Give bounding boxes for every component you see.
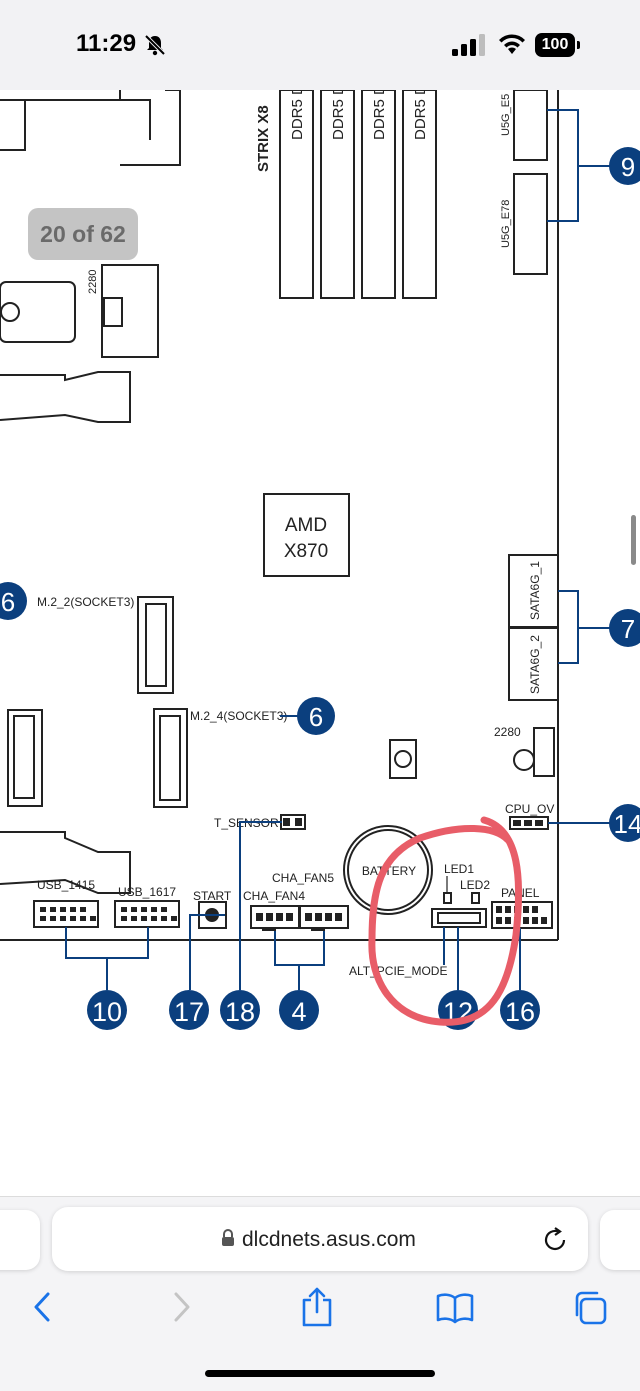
page-counter: 20 of 62 bbox=[28, 208, 138, 260]
callout-14: 14 bbox=[609, 804, 640, 842]
alt-pcie-label: ALT_PCIE_MODE bbox=[349, 964, 447, 978]
ddr-slot-3: DDR5 D bbox=[371, 90, 388, 140]
svg-text:10: 10 bbox=[92, 997, 122, 1027]
m2-size-label: 2280 bbox=[87, 270, 99, 294]
svg-text:18: 18 bbox=[225, 997, 255, 1027]
svg-text:14: 14 bbox=[614, 809, 640, 839]
chipset-line2: X870 bbox=[284, 541, 328, 562]
led2-label: LED2 bbox=[460, 878, 490, 892]
status-bar: 11:29 100 bbox=[0, 0, 640, 90]
brand-label: STRIX X8 bbox=[255, 105, 272, 172]
callout-16: 16 bbox=[500, 990, 540, 1030]
chipset-line1: AMD bbox=[285, 515, 327, 536]
pdf-viewer[interactable]: STRIX X8 DDR5 D DDR5 D DDR5 D DDR5 D U5G… bbox=[0, 90, 640, 1195]
previous-tab-preview[interactable] bbox=[0, 1210, 40, 1270]
callout-17: 17 bbox=[169, 990, 209, 1030]
share-icon[interactable] bbox=[300, 1286, 334, 1328]
callout-9: 9 bbox=[609, 147, 640, 185]
callout-4: 4 bbox=[279, 990, 319, 1030]
callout-10: 10 bbox=[87, 990, 127, 1030]
url-text[interactable]: dlcdnets.asus.com bbox=[242, 1228, 416, 1251]
sata2-label: SATA6G_2 bbox=[528, 635, 542, 694]
ddr-slot-2: DDR5 D bbox=[330, 90, 347, 140]
vertical-scroll-indicator[interactable] bbox=[631, 515, 636, 565]
battery-icon: 100 bbox=[535, 33, 575, 57]
ddr-slot-1: DDR5 D bbox=[289, 90, 306, 140]
reload-icon[interactable] bbox=[541, 1226, 569, 1254]
led1-label: LED1 bbox=[444, 862, 474, 876]
svg-text:7: 7 bbox=[621, 614, 635, 644]
m2-4-label: M.2_4(SOCKET3) bbox=[190, 709, 287, 723]
cpu-ov-label: CPU_OV bbox=[505, 802, 554, 816]
motherboard-diagram: STRIX X8 DDR5 D DDR5 D DDR5 D DDR5 D U5G… bbox=[0, 90, 640, 1030]
bookmarks-icon[interactable] bbox=[436, 1292, 474, 1324]
forward-icon[interactable] bbox=[170, 1290, 194, 1324]
start-label: START bbox=[193, 889, 232, 903]
ddr-slot-4: DDR5 D bbox=[412, 90, 429, 140]
battery-nub bbox=[577, 41, 580, 49]
tabs-icon[interactable] bbox=[572, 1290, 608, 1326]
usb-e78-label: U5G_E78 bbox=[500, 200, 512, 248]
cellular-signal-icon bbox=[452, 34, 485, 56]
svg-text:6: 6 bbox=[1, 587, 15, 617]
cha-fan4-label: CHA_FAN4 bbox=[243, 889, 305, 903]
next-tab-preview[interactable] bbox=[600, 1210, 640, 1270]
wifi-icon bbox=[499, 34, 525, 54]
svg-text:4: 4 bbox=[291, 997, 306, 1027]
callout-18: 18 bbox=[220, 990, 260, 1030]
svg-text:17: 17 bbox=[174, 997, 204, 1027]
address-bar[interactable] bbox=[52, 1207, 588, 1271]
m2-size-right-label: 2280 bbox=[494, 725, 521, 739]
m2-2-label: M.2_2(SOCKET3) bbox=[37, 595, 134, 609]
svg-text:16: 16 bbox=[505, 997, 535, 1027]
sata1-label: SATA6G_1 bbox=[528, 561, 542, 620]
svg-text:6: 6 bbox=[309, 702, 323, 732]
usb-1617-label: USB_1617 bbox=[118, 885, 176, 899]
back-icon[interactable] bbox=[30, 1290, 54, 1324]
callout-7: 7 bbox=[609, 609, 640, 647]
cha-fan5-label: CHA_FAN5 bbox=[272, 871, 334, 885]
callout-6-right: 6 bbox=[297, 697, 335, 735]
red-circle-annotation bbox=[368, 816, 523, 1026]
home-indicator[interactable] bbox=[205, 1370, 435, 1377]
clock: 11:29 bbox=[76, 30, 137, 57]
usb-e5-label: U5G_E5 bbox=[500, 94, 512, 136]
bell-slash-icon bbox=[144, 34, 166, 56]
battery-label: BATTERY bbox=[362, 864, 416, 878]
callout-6-left: 6 bbox=[0, 582, 27, 620]
svg-text:9: 9 bbox=[621, 152, 635, 182]
usb-1415-label: USB_1415 bbox=[37, 878, 95, 892]
lock-icon bbox=[222, 1229, 234, 1246]
